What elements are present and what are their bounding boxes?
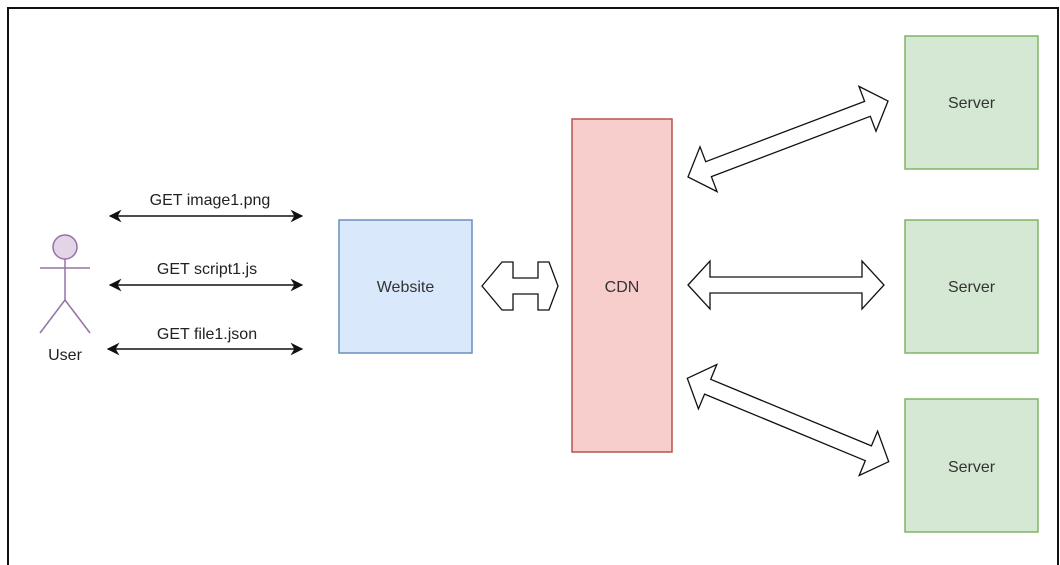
cdn-server-link-3-shape xyxy=(686,363,890,477)
request-label-3: GET file1.json xyxy=(157,326,257,343)
user-actor: User xyxy=(39,234,91,364)
website-node: Website xyxy=(338,219,473,354)
user-leg-right xyxy=(64,299,91,334)
website-cdn-link xyxy=(481,261,559,311)
cdn-server-link-1-shape xyxy=(687,85,889,193)
server-node-2: Server xyxy=(904,219,1039,354)
request-label-1: GET image1.png xyxy=(150,192,271,209)
request-label-2: GET script1.js xyxy=(157,261,257,278)
cdn-server-link-2-shape xyxy=(687,259,885,311)
cdn-box xyxy=(571,118,673,453)
server-label-3: Server xyxy=(948,459,996,476)
server-node-3: Server xyxy=(904,398,1039,533)
server-label-2: Server xyxy=(948,279,996,296)
user-label: User xyxy=(48,347,82,364)
website-box xyxy=(338,219,473,354)
website-label: Website xyxy=(377,279,435,296)
request-arrows: GET image1.png GET script1.js GET file1.… xyxy=(106,192,304,356)
server-box-1 xyxy=(904,35,1039,170)
cdn-server-link-2 xyxy=(687,259,885,311)
server-box-2 xyxy=(904,219,1039,354)
server-node-1: Server xyxy=(904,35,1039,170)
server-box-3 xyxy=(904,398,1039,533)
server-label-1: Server xyxy=(948,95,996,112)
cdn-node: CDN xyxy=(571,118,673,453)
user-head xyxy=(52,234,78,260)
cdn-server-link-3 xyxy=(686,363,890,477)
user-leg-left xyxy=(39,299,66,334)
cdn-server-link-1 xyxy=(687,85,889,193)
cdn-label: CDN xyxy=(605,279,640,296)
